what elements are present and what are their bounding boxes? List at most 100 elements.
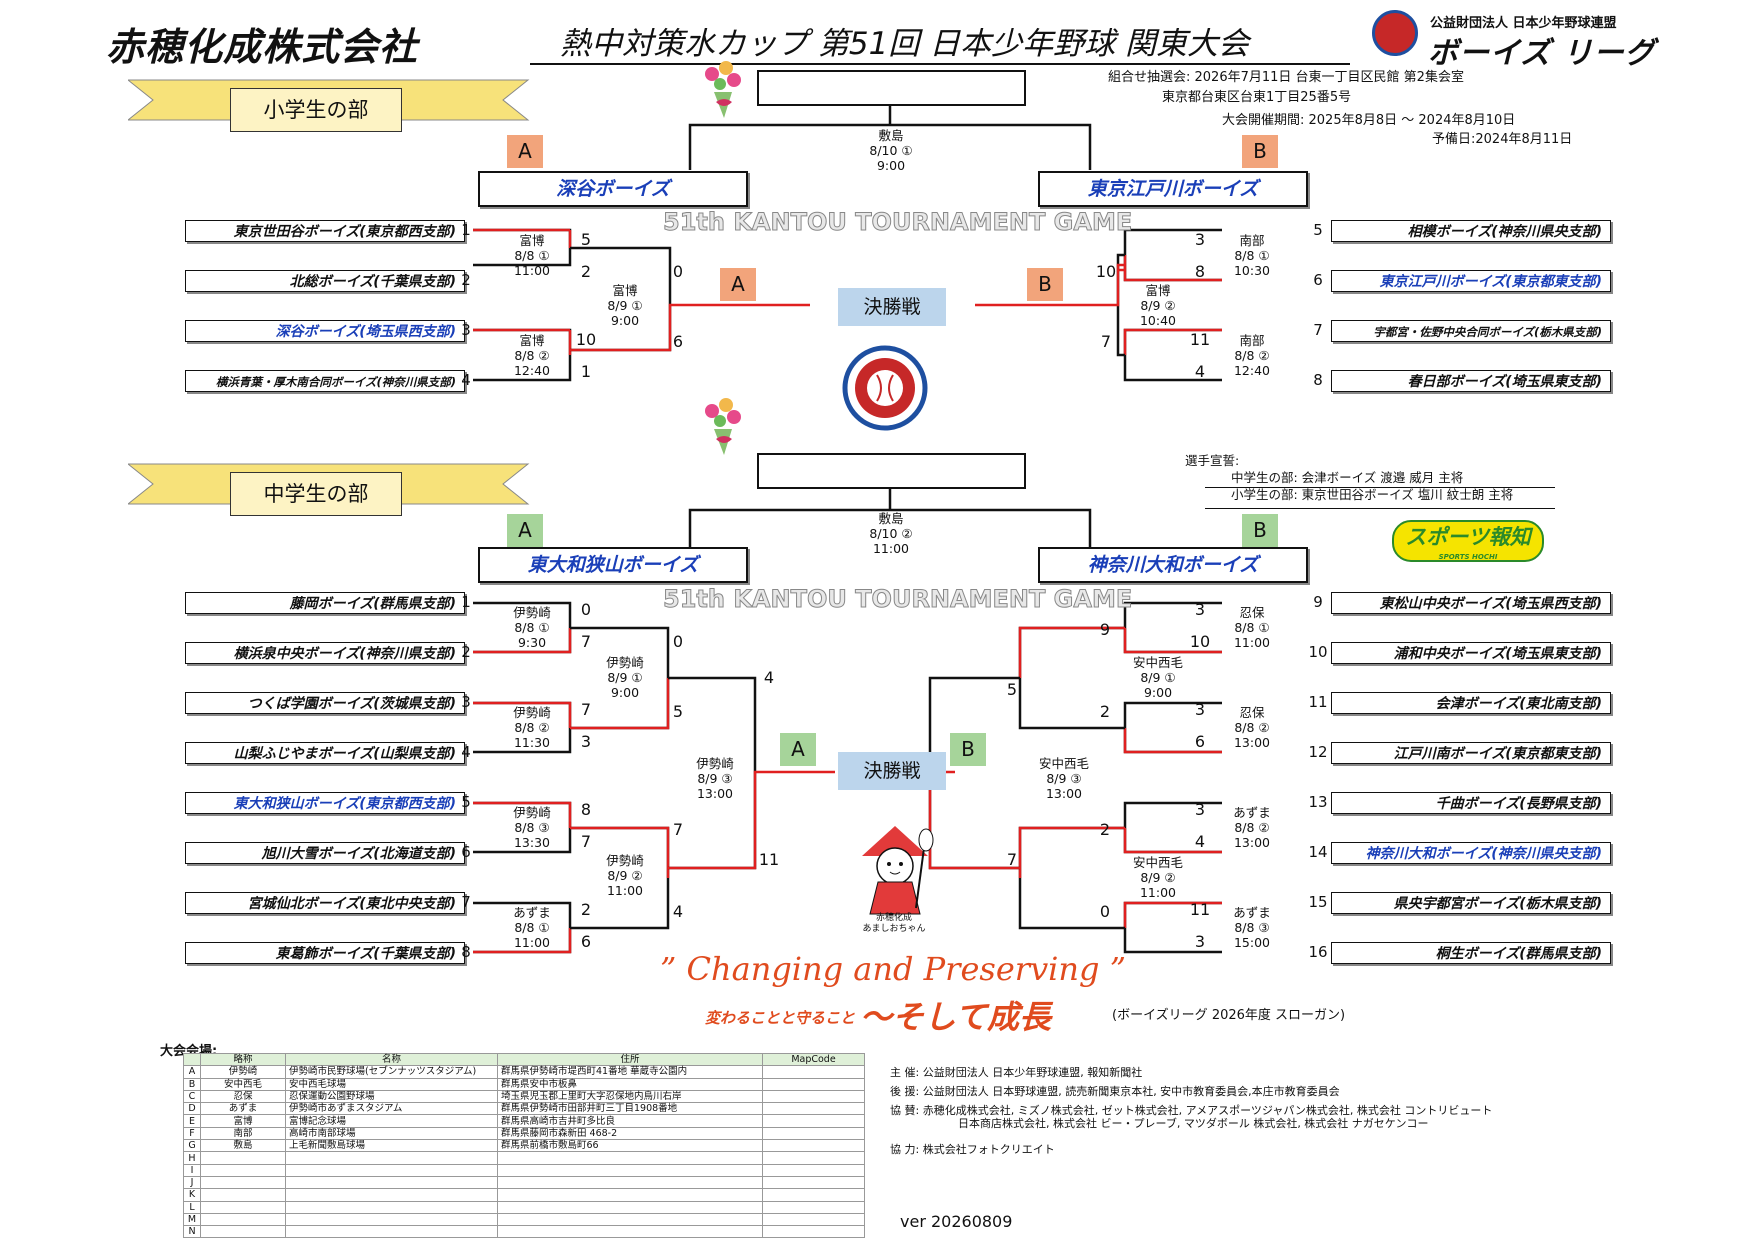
finalist-letter-a-elementary: A [507,135,543,168]
entry-team: 北総ボーイズ(千葉県支部) [185,270,465,292]
entry-team: 桐生ボーイズ(群馬県支部) [1331,942,1611,964]
score: 7 [580,700,592,719]
bouquet-icon [705,61,741,118]
draw-address: 東京都台東区台東1丁目25番5号 [1162,90,1352,105]
score: 4 [763,668,775,687]
venue-cell [762,1188,865,1202]
venue-cell [762,1151,865,1165]
version-label: ver 20260809 [900,1212,1013,1231]
score: 3 [1194,230,1206,249]
match-info: あずま 8/8 ① 11:00 [513,905,551,950]
entry-team: 宇都宮・佐野中央合同ボーイズ(栃木県支部) [1331,320,1611,342]
final-label-junior: 決勝戦 [838,752,946,790]
venue-row: H [183,1151,865,1165]
entry-number: 10 [1308,643,1328,661]
score: 3 [1194,600,1206,619]
match-info: 安中西毛 8/9 ① 9:00 [1132,655,1183,700]
venue-cell [762,1077,865,1091]
match-info: 忍保 8/8 ① 11:00 [1233,605,1271,650]
entry-number: 4 [461,371,471,389]
venue-cell: 埼玉県児玉郡上里町大字忍保地内烏川右岸 [497,1089,763,1104]
champion-box-elementary [757,70,1026,106]
match-info: 安中西毛 8/9 ③ 13:00 [1038,756,1089,801]
score: 7 [580,632,592,651]
venue-cell [200,1212,286,1227]
match-info: 伊勢崎 8/8 ② 11:30 [513,705,551,750]
finalist-a-junior: 東大和狭山ボーイズ [478,547,748,583]
score: 7 [672,820,684,839]
venue-cell [762,1212,865,1227]
tournament-period: 大会開催期間: 2025年8月8日 ～ 2024年8月10日 [1222,113,1516,128]
org-small-name: 公益財団法人 日本少年野球連盟 [1430,16,1617,31]
entry-team: 東松山中央ボーイズ(埼玉県西支部) [1331,592,1611,614]
entry-number: 8 [461,943,471,961]
venue-index-cell: N [183,1225,201,1239]
score: 10 [1095,262,1117,281]
entry-team: 東京江戸川ボーイズ(東京都東支部) [1331,270,1611,292]
venue-cell: 富博 [200,1114,286,1128]
venue-cell: 高崎市南部球場 [285,1126,498,1141]
entry-team: 宮城仙北ボーイズ(東北中央支部) [185,892,465,914]
bouquet-icon [705,398,741,455]
venue-cell [762,1102,865,1116]
entry-number: 7 [461,893,471,911]
match-info: 伊勢崎 8/8 ① 9:30 [513,605,551,650]
entry-team: 神奈川大和ボーイズ(神奈川県央支部) [1331,842,1611,864]
slogan-jp-big: ～そして成長 [860,998,1052,1036]
venue-cell [285,1225,498,1239]
senshu-junior: 中学生の部: 会津ボーイズ 渡邉 威月 主将 [1231,470,1464,485]
entry-number: 8 [1313,371,1323,389]
final-label-elementary: 決勝戦 [838,288,946,326]
match-info: 伊勢崎 8/9 ② 11:00 [606,853,644,898]
entry-team: 県央宇都宮ボーイズ(栃木県支部) [1331,892,1611,914]
venue-cell [285,1212,498,1227]
venue-cell: 南部 [200,1126,286,1141]
venue-cell: 群馬県伊勢崎市堤西町41番地 華蔵寺公園内 [497,1065,763,1079]
finalist-b-junior: 神奈川大和ボーイズ [1038,547,1308,583]
venue-cell: 忍保 [200,1089,286,1104]
venue-cell [762,1200,865,1214]
sports-hochi-logo: スポーツ報知 SPORTS HOCHI [1392,520,1544,562]
score: 3 [1194,700,1206,719]
venue-header-cell: MapCode [762,1052,865,1067]
venue-cell [497,1212,763,1227]
match-info: 伊勢崎 8/9 ③ 13:00 [696,756,734,801]
venue-cell [285,1175,498,1190]
match-info: 富博 8/8 ② 12:40 [513,333,551,378]
entry-number: 3 [461,321,471,339]
bracket-letter-a-elementary: A [720,268,756,301]
finalist-a-elementary: 深谷ボーイズ [478,171,748,207]
venue-row: M [183,1212,865,1227]
venue-cell [762,1126,865,1141]
score: 6 [672,332,684,351]
score: 6 [580,932,592,951]
venue-cell [285,1188,498,1202]
score: 2 [1099,702,1111,721]
entry-number: 5 [1313,221,1323,239]
boys-league-emblem-icon [1372,10,1418,56]
venue-header-cell: 名称 [285,1052,498,1067]
entry-number: 13 [1308,793,1328,811]
score: 11 [1189,900,1211,919]
sponsor-role: 協 力 [890,1143,916,1156]
senshu-title: 選手宣誓: [1185,453,1240,468]
venue-cell [200,1188,286,1202]
venue-cell [762,1163,865,1177]
entry-number: 12 [1308,743,1328,761]
venue-row: L [183,1200,865,1214]
score: 3 [1194,800,1206,819]
finalist-letter-b-elementary: B [1242,135,1278,168]
score: 7 [1006,850,1018,869]
bracket-letter-a-junior: A [780,733,816,766]
score: 3 [1194,932,1206,951]
venue-cell: 敷島 [200,1139,286,1153]
venue-index-cell: B [183,1077,201,1091]
section-label-elementary: 小学生の部 [230,88,402,132]
entry-team: 千曲ボーイズ(長野県支部) [1331,792,1611,814]
venue-row: N [183,1225,865,1239]
match-info: 安中西毛 8/9 ② 11:00 [1132,855,1183,900]
